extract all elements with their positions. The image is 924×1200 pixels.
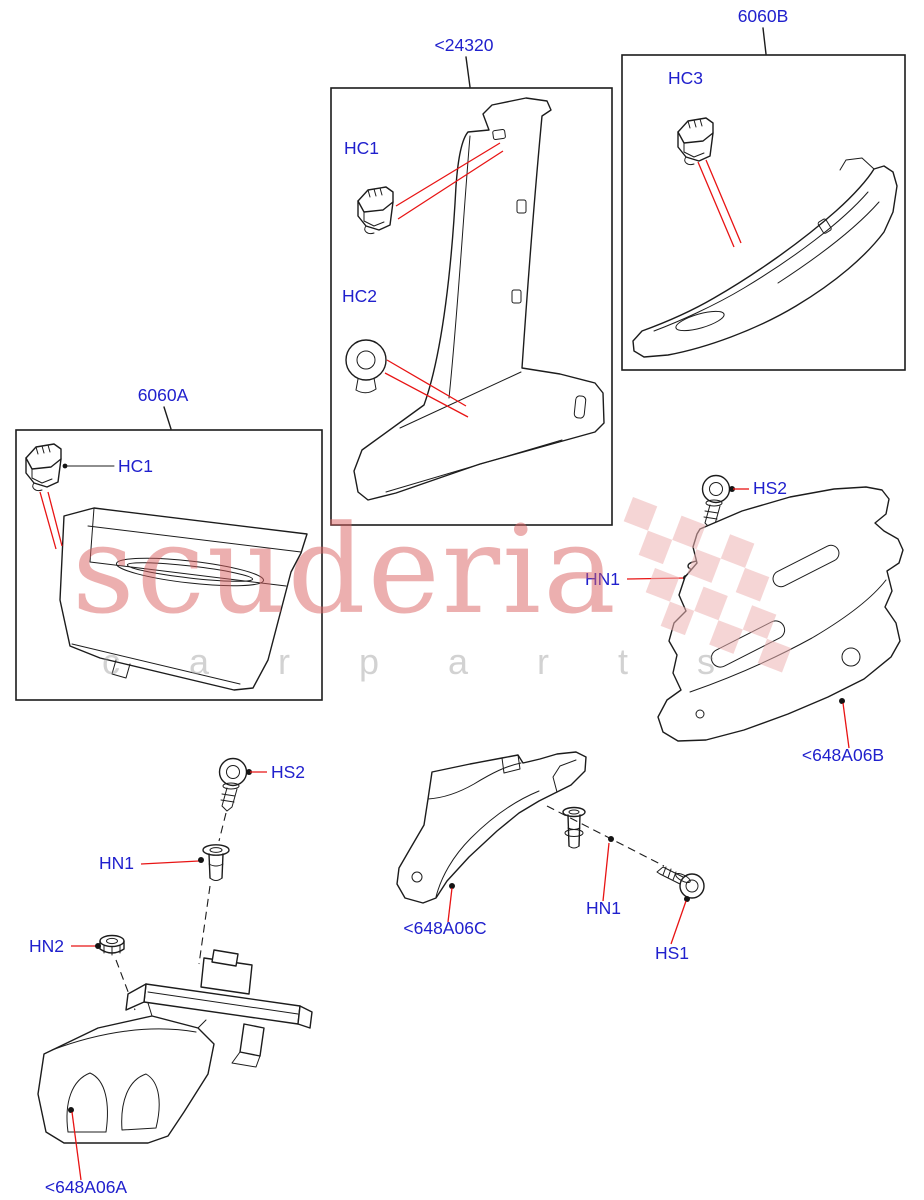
leader-line-part-A xyxy=(71,1111,82,1181)
leader-dot xyxy=(95,943,101,949)
label-part-6060A: 6060A xyxy=(138,385,189,405)
spring-clip-drawing xyxy=(25,443,62,492)
leader-line-hn1 xyxy=(602,842,610,902)
callout-line xyxy=(163,406,172,430)
watermark: scuderia carparts xyxy=(72,496,792,682)
fastener-hc2-callout: HC2 xyxy=(342,286,469,418)
callout-box-6060A xyxy=(15,429,323,701)
label-hc1-pillar: HC1 xyxy=(344,138,379,158)
label-hs2-left: HS2 xyxy=(271,762,305,782)
leader-dot xyxy=(62,463,68,469)
clip-hc1-sill-callout: HC1 xyxy=(25,443,153,550)
assembly-648A06B: HS2 HN1 <648A06B xyxy=(585,474,904,765)
spring-clip-drawing xyxy=(357,186,394,235)
sill-scuff-plate-details xyxy=(71,507,302,685)
leader-line-hs1 xyxy=(670,900,687,945)
leader-dot xyxy=(68,1107,74,1113)
assembly-6060B: 6060B HC3 xyxy=(621,6,906,371)
leader-dot xyxy=(839,698,845,704)
support-bracket-details xyxy=(411,754,577,898)
leader-line-hc3 xyxy=(697,159,742,248)
label-hn1-left: HN1 xyxy=(99,853,134,873)
crossmember-bracket-details xyxy=(51,1002,207,1133)
leader-line-hc1 xyxy=(395,142,504,220)
label-hc3: HC3 xyxy=(668,68,703,88)
label-hn1-right: HN1 xyxy=(585,569,620,589)
assembly-6060A: 6060A HC1 xyxy=(15,385,323,701)
assembly-648A06A: HS2 HN1 HN2 xyxy=(29,757,313,1197)
label-part-24320: <24320 xyxy=(435,35,494,55)
leader-line-part-B xyxy=(842,702,850,749)
lower-pillar-trim-drawing xyxy=(632,157,898,358)
assembly-648A06C: <648A06C HN1 HS1 xyxy=(396,751,705,963)
cowl-side-panel-details xyxy=(689,544,887,719)
screw-hs2-right xyxy=(701,474,731,529)
assembly-axis-dashed xyxy=(546,805,665,867)
label-hc2: HC2 xyxy=(342,286,377,306)
label-hn1-bottom: HN1 xyxy=(586,898,621,918)
label-part-6060B: 6060B xyxy=(738,6,789,26)
assembly-axis-dashed xyxy=(198,812,227,965)
watermark-brand-text: scuderia xyxy=(72,499,618,641)
leader-line-hc2 xyxy=(384,359,469,418)
lower-pillar-trim-details xyxy=(653,157,880,332)
screw-hs1 xyxy=(656,866,705,899)
clip-hc3-callout: HC3 xyxy=(668,68,742,248)
label-hc1-sill: HC1 xyxy=(118,456,153,476)
screw-hs2-left xyxy=(218,757,248,812)
nut-hn2 xyxy=(99,934,125,956)
leader-line-part-C xyxy=(447,887,453,923)
callout-line xyxy=(762,27,767,55)
sill-scuff-plate-drawing xyxy=(59,507,308,691)
support-bracket-drawing xyxy=(396,751,587,904)
spring-clip-drawing xyxy=(677,117,714,166)
label-hs2-right: HS2 xyxy=(753,478,787,498)
checkered-flag-watermark-band2 xyxy=(645,568,792,673)
crossmember-bracket-drawing xyxy=(37,949,313,1144)
label-part-648A06C: <648A06C xyxy=(403,918,486,938)
callout-line xyxy=(465,56,471,88)
label-part-648A06B: <648A06B xyxy=(802,745,884,765)
leader-dot xyxy=(729,486,735,492)
leader-dot xyxy=(198,857,204,863)
leader-line-hc1-sill xyxy=(39,491,63,550)
callout-box-24320 xyxy=(330,87,613,526)
label-hn2: HN2 xyxy=(29,936,64,956)
callout-box-6060B xyxy=(621,54,906,371)
grommet-hn1-left xyxy=(202,844,230,881)
label-part-648A06A: <648A06A xyxy=(45,1177,128,1197)
grommet-hn1-bottom xyxy=(562,806,586,849)
b-pillar-trim-drawing xyxy=(353,97,605,501)
b-pillar-trim-details xyxy=(385,128,587,493)
checkered-flag-watermark xyxy=(623,496,770,602)
push-pin-drawing xyxy=(345,339,387,394)
leader-dot xyxy=(449,883,455,889)
label-hs1: HS1 xyxy=(655,943,689,963)
leader-line-hn1 xyxy=(140,860,200,865)
leader-dot xyxy=(246,769,252,775)
leader-dot xyxy=(684,896,690,902)
leader-dot xyxy=(608,836,614,842)
watermark-tagline-text: carparts xyxy=(102,641,784,682)
clip-hc1-callout: HC1 xyxy=(344,138,504,235)
assembly-24320: <24320 HC1 HC2 xyxy=(330,35,613,526)
